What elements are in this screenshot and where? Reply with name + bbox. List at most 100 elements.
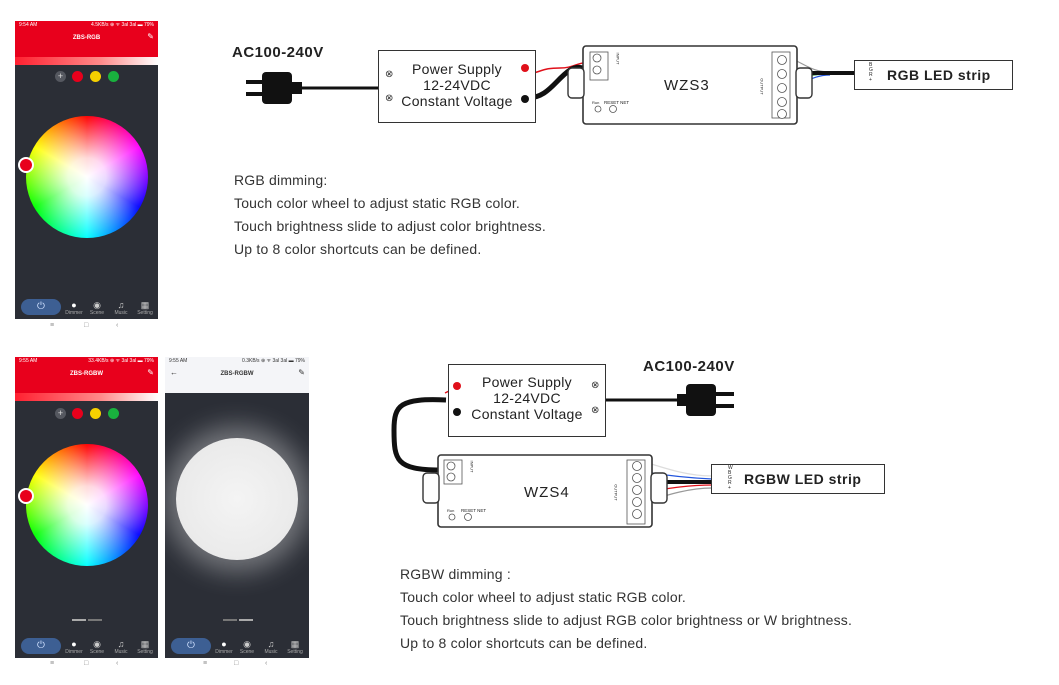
status-time: 9:55 AM [169,358,188,364]
app-header: ZBS-RGB ✎ [15,29,158,65]
pencil-icon[interactable]: ✎ [147,32,154,41]
device-title: ZBS-RGBW [70,371,103,377]
tab-setting[interactable]: ▦Setting [134,300,156,316]
tab-music[interactable]: ♫Music [260,639,282,655]
tab-scene[interactable]: ◉Scene [86,300,108,316]
ac-input-label: AC100-240V [643,358,735,375]
tab-scene[interactable]: ◉Scene [236,639,258,655]
rgbw-caption: RGBW dimming : Touch color wheel to adju… [400,566,853,651]
negative-terminal-icon [521,95,529,103]
tab-dimmer[interactable]: ●Dimmer [213,639,235,655]
app-screen-rgbw-color: 9:55 AM 33.4KB/s ⊕ ᯤ 3al 3al ▬ 79% ZBS-R… [15,357,158,658]
screw-terminal-icon: ⊗ [385,69,394,80]
ac-input-label: AC100-240V [232,44,324,61]
white-brightness-wheel[interactable] [176,438,298,560]
led-strip-box: B G R + RGB LED strip [854,60,1013,90]
shortcut-green[interactable] [108,71,119,82]
positive-terminal-icon [453,382,461,390]
reset-net-label: RESET NET [604,100,630,105]
bulb-icon: ● [71,300,77,310]
shortcut-yellow[interactable] [90,408,101,419]
led-strip-label: RGBW LED strip [744,471,862,487]
strip-pin-labels: B G R + [869,62,873,83]
nav-home-icon[interactable]: □ [84,660,89,667]
nav-menu-icon[interactable]: ≡ [50,660,55,667]
scene-icon: ◉ [93,639,101,649]
music-icon: ♫ [267,639,275,649]
ac-plug-icon [677,384,734,416]
color-picker-knob[interactable] [18,488,34,504]
nav-back-icon[interactable]: ‹ [116,322,119,329]
color-picker-knob[interactable] [18,157,34,173]
brightness-slider[interactable] [15,393,158,401]
rgb-caption: RGB dimming: Touch color wheel to adjust… [234,172,546,257]
add-shortcut-button[interactable]: + [55,408,66,419]
output-label: OUTPUT [759,78,765,95]
back-arrow-icon[interactable]: ← [170,368,178,377]
wzs4-controller-body [422,454,668,528]
power-supply-box: ⊗ ⊗ Power Supply 12-24VDC Constant Volta… [448,364,606,437]
brightness-slider[interactable] [15,57,158,65]
page-indicator [72,619,86,621]
input-label: INPUT [469,460,475,473]
tab-dimmer[interactable]: ●Dimmer [63,639,85,655]
color-shortcuts: + [15,408,158,422]
negative-terminal-icon [453,408,461,416]
run-label: Run [447,508,455,513]
add-shortcut-button[interactable]: + [55,71,66,82]
tab-setting[interactable]: ▦Setting [284,639,306,655]
screw-terminal-icon: ⊗ [385,93,394,104]
tab-bar: ⏻ ●Dimmer ◉Scene ♫Music ▦Setting [15,634,158,658]
shortcut-red[interactable] [72,408,83,419]
tab-scene[interactable]: ◉Scene [86,639,108,655]
status-bar: 9:55 AM 33.4KB/s ⊕ ᯤ 3al 3al ▬ 79% [15,357,158,365]
status-bar: 9:54 AM 4.5KB/s ⊕ ᯤ 3al 3al ▬ 79% [15,21,158,29]
tab-dimmer[interactable]: ●Dimmer [63,300,85,316]
status-network: 33.4KB/s ⊕ ᯤ 3al 3al ▬ 79% [88,358,154,364]
input-label: INPUT [615,52,621,65]
nav-home-icon[interactable]: □ [84,322,89,329]
power-button[interactable]: ⏻ [21,638,61,654]
led-strip-label: RGB LED strip [887,67,991,83]
nav-back-icon[interactable]: ‹ [265,660,268,667]
positive-terminal-icon [521,64,529,72]
shortcut-green[interactable] [108,408,119,419]
page-indicator [223,619,237,621]
grid-icon: ▦ [140,300,150,310]
power-button[interactable]: ⏻ [21,299,61,315]
app-screen-rgbw-white: 9:55 AM 0.3KB/s ⊕ ᯤ 3al 3al ▬ 79% ← ZBS-… [165,357,309,658]
device-title: ZBS-RGBW [220,371,254,377]
pencil-icon[interactable]: ✎ [147,368,154,377]
controller-model-label: WZS4 [524,484,570,501]
ac-plug-icon [246,72,302,104]
power-supply-box: ⊗ ⊗ Power Supply 12-24VDC Constant Volta… [378,50,536,123]
bulb-icon: ● [71,639,77,649]
page-indicator [88,619,102,621]
pencil-icon[interactable]: ✎ [298,368,305,377]
grid-icon: ▦ [290,639,300,649]
status-network: 0.3KB/s ⊕ ᯤ 3al 3al ▬ 79% [242,358,305,364]
screw-terminal-icon: ⊗ [591,380,600,391]
scene-icon: ◉ [93,300,101,310]
power-button[interactable]: ⏻ [171,638,211,654]
device-title: ZBS-RGB [72,35,101,41]
app-header: ZBS-RGBW ✎ [15,365,158,401]
tab-music[interactable]: ♫Music [110,300,132,316]
run-label: Run [592,100,600,105]
nav-back-icon[interactable]: ‹ [116,660,119,667]
tab-setting[interactable]: ▦Setting [134,639,156,655]
shortcut-yellow[interactable] [90,71,101,82]
nav-menu-icon[interactable]: ≡ [203,660,208,667]
output-label: OUTPUT [613,484,619,501]
nav-home-icon[interactable]: □ [234,660,239,667]
color-wheel[interactable] [26,116,148,238]
wzs3-controller-body [567,45,813,125]
tab-music[interactable]: ♫Music [110,639,132,655]
music-icon: ♫ [117,300,125,310]
color-shortcuts: + [15,71,158,85]
app-header: ← ZBS-RGBW ✎ [165,365,309,393]
shortcut-red[interactable] [72,71,83,82]
color-wheel[interactable] [26,444,148,566]
nav-menu-icon[interactable]: ≡ [50,322,55,329]
